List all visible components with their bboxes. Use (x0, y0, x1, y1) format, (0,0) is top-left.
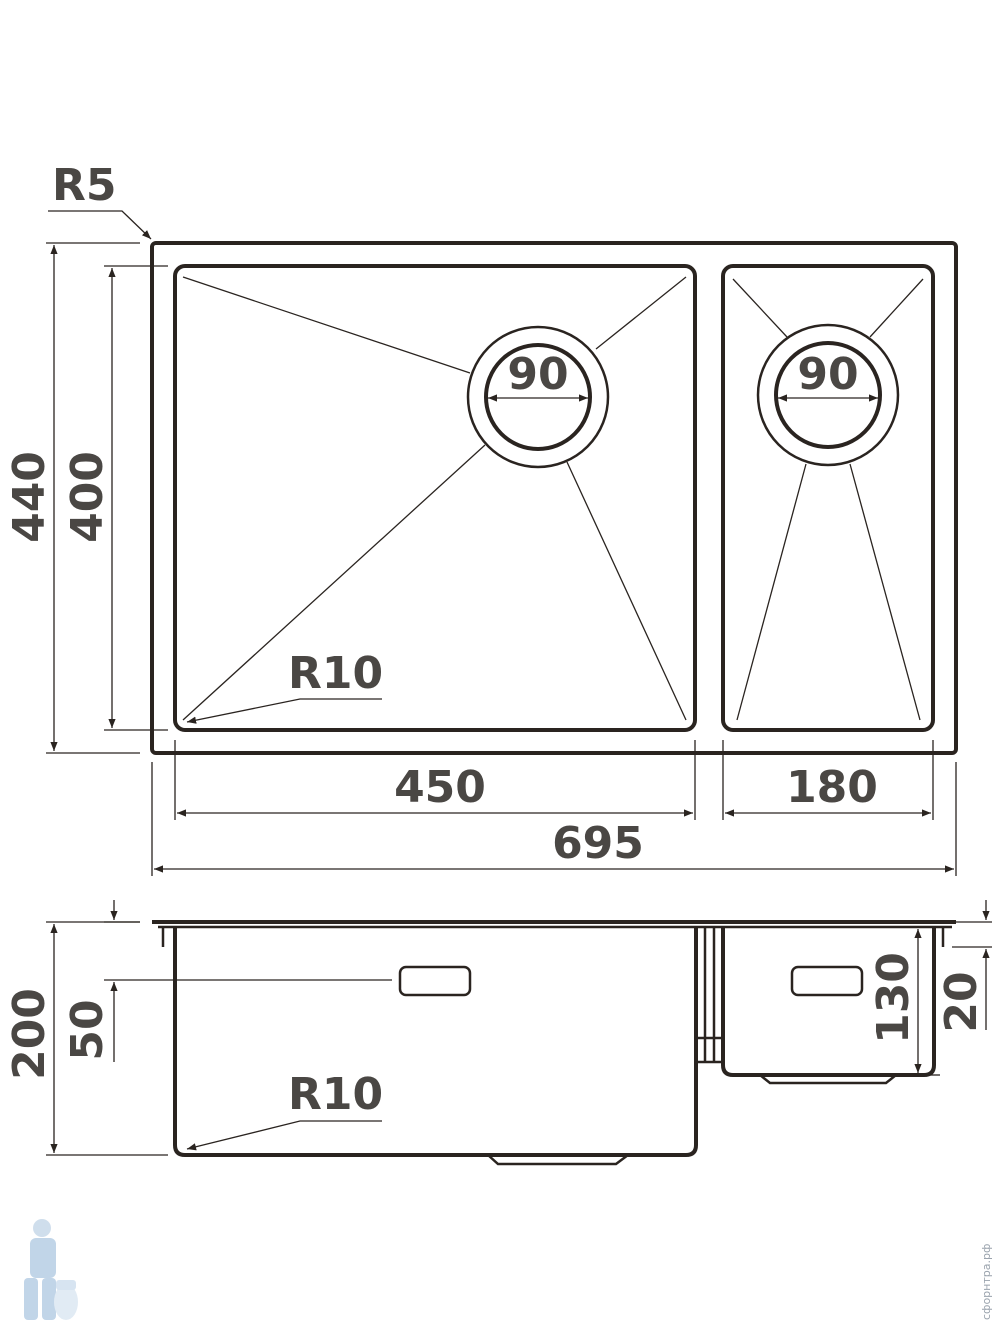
large-bowl-outline (173, 264, 697, 732)
inner-radius-plan-leader (186, 698, 382, 724)
small-bowl-drain-inner (774, 341, 882, 449)
overall-width-label: 695 (552, 818, 644, 869)
step-height-label: 20 (936, 971, 987, 1032)
height-total-label: 200 (4, 988, 55, 1080)
slope-line (182, 444, 486, 721)
overflow-offset-label: 50 (62, 999, 113, 1060)
large-bowl-drain-bump (487, 1154, 629, 1166)
bowl-width-large-label: 450 (394, 762, 486, 813)
plan-view: 90 90 R5 R10 440 400 450 180 695 (4, 160, 958, 876)
bowl-depth-label: 400 (62, 451, 113, 543)
slope-line (732, 278, 788, 338)
bowl-width-small-label: 180 (786, 762, 878, 813)
sink-outer-rim (150, 241, 958, 755)
large-bowl-drain-outer (466, 325, 610, 469)
slope-line (869, 278, 924, 338)
small-bowl-side-body (721, 927, 936, 1077)
overall-depth-label: 440 (4, 451, 55, 543)
corner-radius-top-label: R5 (52, 160, 117, 211)
slope-line (595, 276, 687, 350)
large-bowl-side-body (173, 927, 698, 1157)
inner-radius-side-leader (186, 1120, 382, 1151)
small-bowl-drain-outer (756, 323, 900, 467)
slope-line (849, 463, 921, 721)
small-bowl-outline (721, 264, 935, 732)
large-bowl-overflow-slot (398, 965, 472, 997)
drain-right-label: 90 (797, 349, 858, 400)
slope-line (566, 461, 687, 721)
large-bowl-drain-inner (484, 343, 592, 451)
drain-left-label: 90 (507, 349, 568, 400)
inner-radius-plan-label: R10 (288, 648, 383, 699)
corner-radius-top-leader (48, 210, 152, 240)
plumber-mascot-icon (24, 1219, 78, 1320)
inner-radius-side-label: R10 (288, 1069, 383, 1120)
small-bowl-height-label: 130 (868, 952, 919, 1044)
small-bowl-drain-bump (759, 1074, 897, 1085)
watermark-text: сфорнтра.рф (980, 1244, 993, 1320)
slope-line (182, 276, 471, 374)
slope-line (736, 463, 807, 721)
side-view: R10 200 50 130 20 (4, 900, 992, 1166)
small-bowl-overflow-slot (790, 965, 864, 997)
